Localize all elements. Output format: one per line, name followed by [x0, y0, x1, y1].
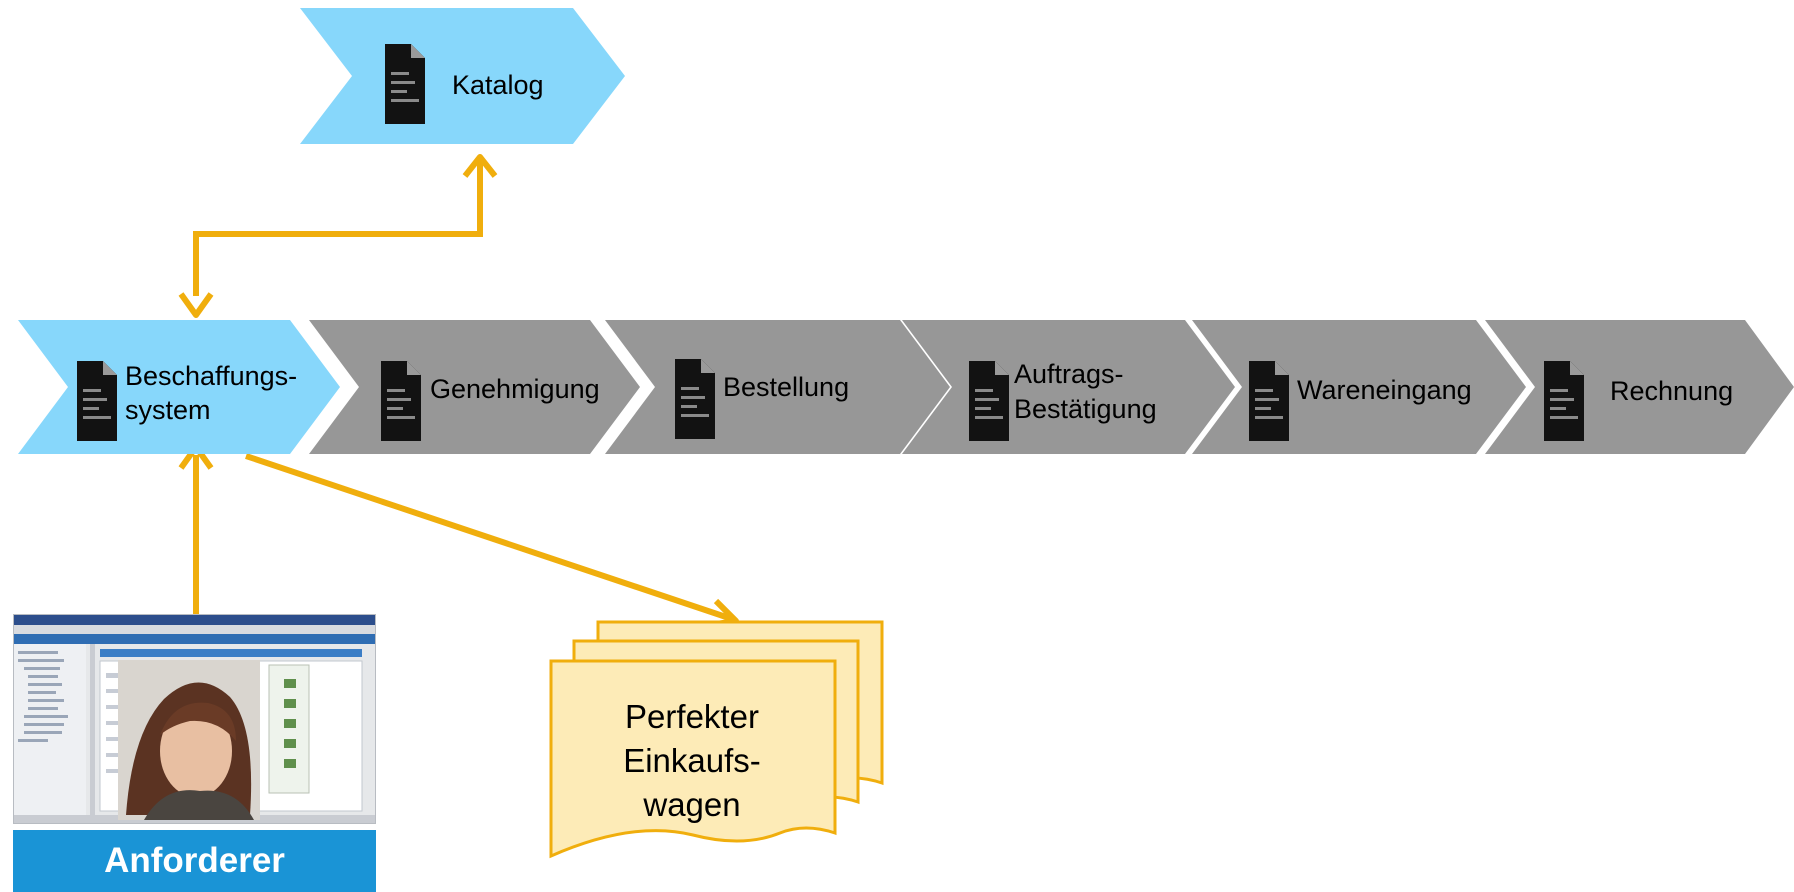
step-label-line-2: Bestätigung: [1014, 394, 1157, 424]
catalog-chevron: [300, 8, 625, 144]
arrowhead-to-procurement-top: [178, 292, 214, 318]
document-label-line-2: Einkaufs-: [623, 742, 761, 779]
process-step-bestellung[interactable]: Bestellung: [605, 320, 950, 454]
process-chevrons: Beschaffungs- system Genehmigung Bestell…: [18, 320, 1794, 454]
connector-procurement-cart: [245, 453, 736, 623]
arrowhead-to-catalog: [462, 154, 498, 178]
process-step-rechnung[interactable]: Rechnung: [1485, 320, 1794, 454]
requester-photo-illustration: [14, 615, 375, 823]
document-sheet-front: [549, 659, 837, 859]
document-icon: [675, 359, 715, 439]
document-icon: [77, 361, 117, 441]
document-icon: [969, 361, 1009, 441]
requester-photo: [13, 614, 376, 824]
process-step-beschaffungssystem[interactable]: Beschaffungs- system: [18, 320, 340, 454]
requester-label: Anforderer: [13, 830, 376, 892]
document-icon: [1544, 361, 1584, 441]
document-icon: [381, 361, 421, 441]
document-label-line-1: Perfekter: [625, 698, 759, 735]
step-label-line-1: Auftrags-: [1014, 359, 1124, 389]
step-label-line-1: Beschaffungs-: [125, 361, 297, 391]
document-icon: [385, 44, 425, 124]
process-step-wareneingang[interactable]: Wareneingang: [1192, 320, 1526, 454]
step-label: Bestellung: [723, 372, 849, 402]
catalog-node[interactable]: Katalog: [300, 8, 625, 144]
catalog-label: Katalog: [452, 70, 544, 100]
step-label-line-2: system: [125, 395, 211, 425]
step-label: Wareneingang: [1297, 375, 1472, 405]
document-icon: [1249, 361, 1289, 441]
process-step-auftragsbestaetigung[interactable]: Auftrags- Bestätigung: [902, 320, 1235, 454]
step-label: Rechnung: [1610, 376, 1733, 406]
step-label: Genehmigung: [430, 374, 600, 404]
shopping-cart-document[interactable]: Perfekter Einkaufs- wagen: [549, 620, 884, 859]
connector-catalog-procurement: [193, 160, 483, 296]
document-label-line-3: wagen: [642, 786, 740, 823]
process-step-genehmigung[interactable]: Genehmigung: [309, 320, 640, 454]
